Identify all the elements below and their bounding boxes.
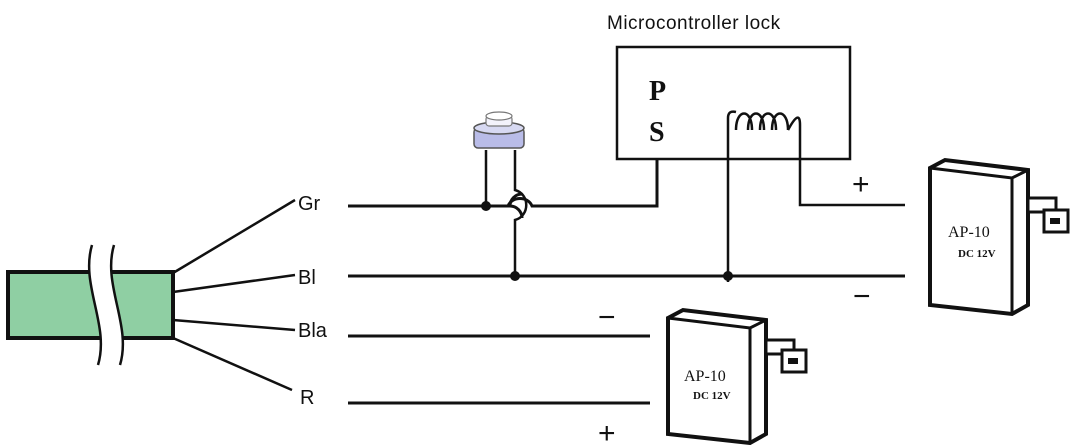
cable — [6, 244, 175, 366]
exit-button-icon — [473, 111, 528, 276]
wire-label-r: R — [300, 387, 314, 409]
wire-gr — [348, 160, 659, 208]
wire-label-bl: Bl — [298, 267, 316, 289]
microcontroller-lock — [615, 45, 852, 161]
plus-sign-bottom: + — [598, 417, 616, 445]
adapter-bottom-model: AP-10 — [684, 368, 726, 385]
cable-leads — [172, 198, 296, 392]
lock-title: Microcontroller lock — [607, 13, 781, 34]
plus-sign-top: + — [852, 168, 870, 201]
junction-dot — [481, 201, 491, 211]
wire-label-gr: Gr — [298, 193, 321, 215]
minus-sign-bottom: − — [598, 301, 616, 334]
junction-dot — [510, 271, 520, 281]
wire-label-bla: Bla — [298, 320, 328, 342]
lock-terminal-s: S — [649, 117, 665, 148]
power-adapter-top — [928, 157, 1070, 317]
adapter-bottom-rating: DC 12V — [693, 390, 731, 402]
minus-sign-top: − — [853, 280, 871, 313]
lock-terminal-p: P — [649, 76, 666, 107]
junction-dot — [723, 271, 733, 281]
adapter-top-model: AP-10 — [948, 224, 990, 241]
power-adapter-bottom — [666, 307, 808, 445]
adapter-top-rating: DC 12V — [958, 248, 996, 260]
coil-icon — [726, 110, 905, 282]
